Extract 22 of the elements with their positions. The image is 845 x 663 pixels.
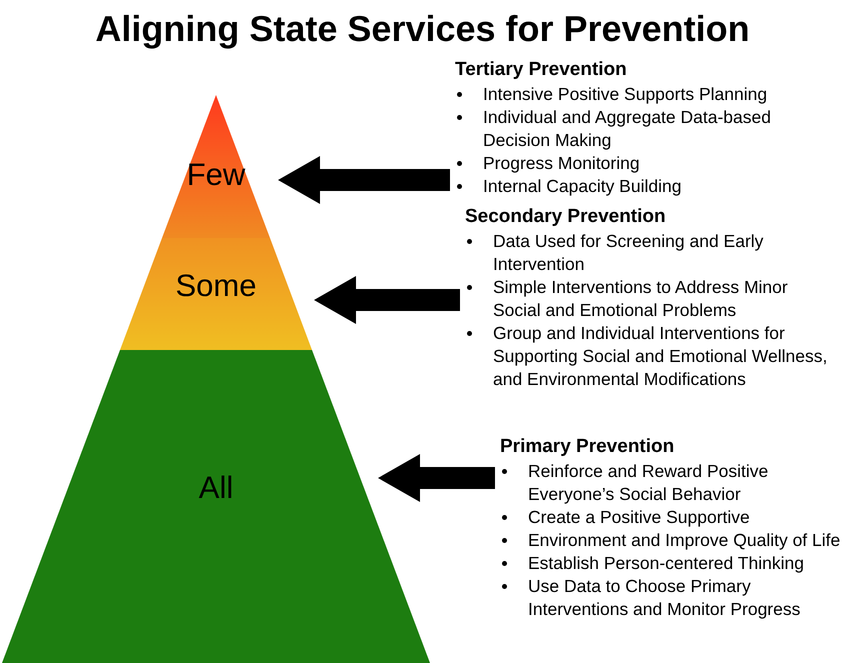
- bullet-text: Data Used for Screening and Early Intervention: [493, 231, 764, 274]
- bullet-text: Progress Monitoring: [483, 153, 640, 173]
- block-arrow: [378, 454, 495, 502]
- bullet-text: Reinforce and Reward Positive Everyone’s Social Behavior: [528, 461, 768, 504]
- section-heading: Primary Prevention: [500, 435, 676, 458]
- bullet-text: Internal Capacity Building: [483, 176, 682, 196]
- section-heading: Secondary Prevention: [465, 205, 667, 228]
- bullet-text: Individual and Aggregate Data-based Decision Making: [483, 107, 771, 150]
- block-arrow: [314, 276, 460, 324]
- bullet-text: Establish Person-centered Thinking: [528, 553, 804, 573]
- bullet-text: Group and Individual Interventions for Supporting Social and Emotional Wellness, and Environmental Modifications: [493, 323, 828, 389]
- section-heading: Tertiary Prevention: [455, 58, 628, 81]
- tier-label: Few: [186, 157, 246, 192]
- bullet-text: Simple Interventions to Address Minor Social and Emotional Problems: [493, 277, 788, 320]
- bullet-text: Use Data to Choose Primary Interventions and Monitor Progress: [528, 576, 800, 619]
- tier-label: Some: [176, 268, 256, 303]
- bullet-text: Create a Positive Supportive: [528, 507, 750, 527]
- title: Aligning State Services for Prevention: [94, 8, 751, 50]
- bullet-text: Environment and Improve Quality of Life: [528, 530, 840, 550]
- tier-label: All: [198, 470, 234, 505]
- bullet-text: Intensive Positive Supports Planning: [483, 84, 768, 104]
- block-arrow: [278, 156, 450, 204]
